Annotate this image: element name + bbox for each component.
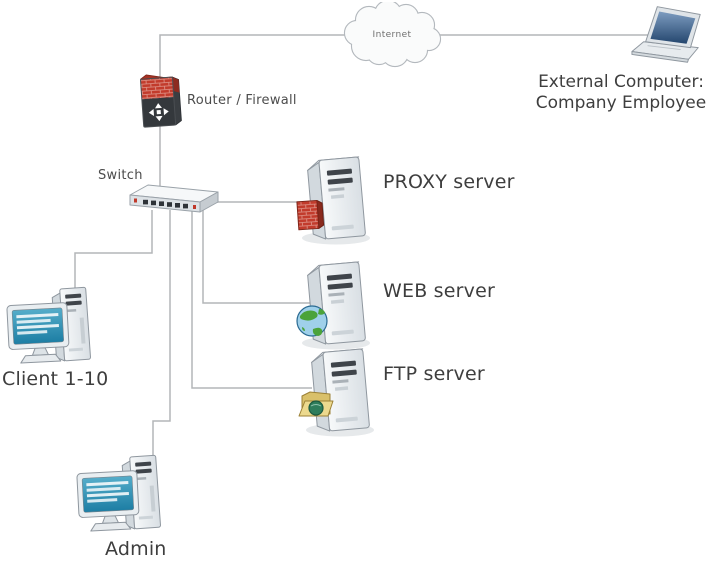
internet-label: Internet [372,30,412,40]
link-switch-admin [152,210,171,458]
globe-badge-icon [296,305,328,337]
link-switch-ftp [191,209,312,389]
web-server-label: WEB server [383,280,496,302]
router-firewall-icon [136,72,184,130]
admin-label: Admin [105,538,167,560]
router-firewall-label: Router / Firewall [187,93,297,108]
admin-workstation-icon [74,446,174,538]
external-laptop-icon [630,2,708,64]
link-switch-web [202,208,316,304]
external-computer-label: External Computer: Company Employee [535,72,707,113]
link-switch-client [74,210,153,292]
switch-label: Switch [98,168,143,183]
internet-cloud-icon [336,2,448,68]
client-label: Client 1-10 [2,368,109,390]
link-firewall-internet-laptop [159,34,648,80]
firewall-badge-icon [296,199,325,231]
folder-badge-icon [298,391,334,417]
proxy-server-label: PROXY server [383,171,515,193]
ftp-server-icon [298,342,380,439]
ftp-server-label: FTP server [383,363,485,385]
switch-icon [128,183,220,219]
web-server-icon [294,255,376,352]
client-workstation-icon [4,278,104,370]
proxy-server-icon [294,150,376,247]
